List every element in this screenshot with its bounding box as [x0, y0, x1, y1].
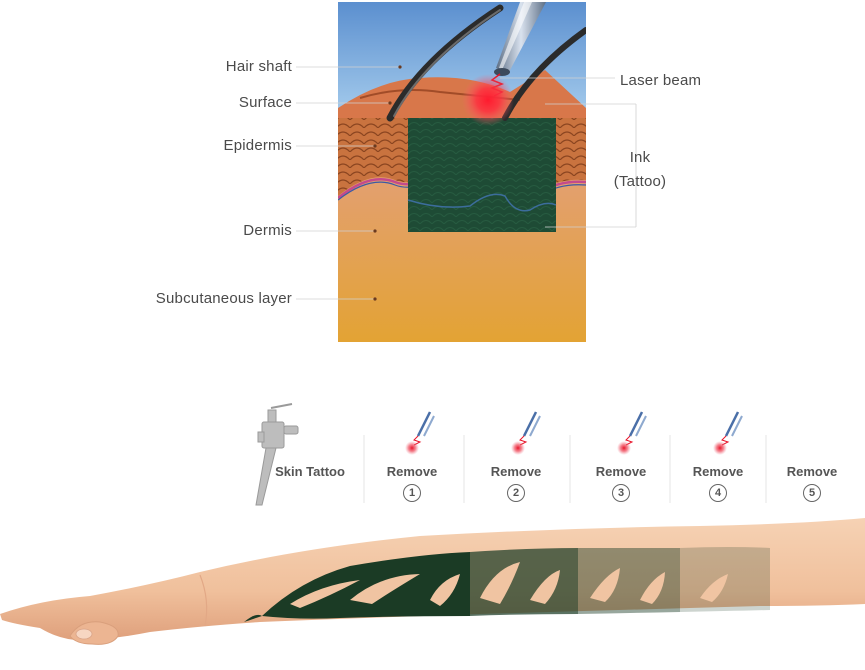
step-4-label: Remove — [692, 464, 744, 479]
laser-hit-glow — [462, 74, 514, 126]
label-epidermis: Epidermis — [223, 137, 292, 154]
label-ink: Ink (Tattoo) — [596, 146, 684, 194]
laser-step-icons — [405, 411, 743, 455]
hair-shaft — [386, 4, 504, 122]
step-3-number: 3 — [612, 484, 630, 502]
laser-needle — [494, 2, 546, 76]
skin-tattoo-label: Skin Tattoo — [275, 464, 345, 479]
skin-cross-section — [338, 2, 586, 342]
laser-icon-1 — [405, 411, 435, 455]
step-3-label: Remove — [595, 464, 647, 479]
step-2-number: 2 — [507, 484, 525, 502]
tattoo-machine-icon — [255, 403, 299, 506]
arm-tattoo — [244, 547, 770, 622]
leader-lines — [296, 66, 637, 300]
forearm-illustration — [0, 518, 865, 645]
label-dermis: Dermis — [243, 222, 292, 239]
step-5-number: 5 — [803, 484, 821, 502]
label-laser-beam: Laser beam — [620, 72, 702, 89]
label-subcutaneous: Subcutaneous layer — [155, 290, 292, 307]
step-4-number: 4 — [709, 484, 727, 502]
step-2-label: Remove — [490, 464, 542, 479]
step-1-label: Remove — [386, 464, 438, 479]
label-hair-shaft: Hair shaft — [225, 58, 292, 75]
step-5-label: Remove — [786, 464, 838, 479]
process-dividers — [363, 435, 767, 503]
laser-icon-3 — [617, 411, 647, 455]
label-ink-line2: (Tattoo) — [613, 173, 667, 190]
label-surface: Surface — [238, 94, 292, 111]
label-ink-line1: Ink — [629, 149, 651, 166]
laser-icon-2 — [511, 411, 541, 455]
ink-block — [408, 118, 556, 232]
laser-icon-4 — [713, 411, 743, 455]
step-1-number: 1 — [403, 484, 421, 502]
leader-dots — [373, 65, 402, 301]
